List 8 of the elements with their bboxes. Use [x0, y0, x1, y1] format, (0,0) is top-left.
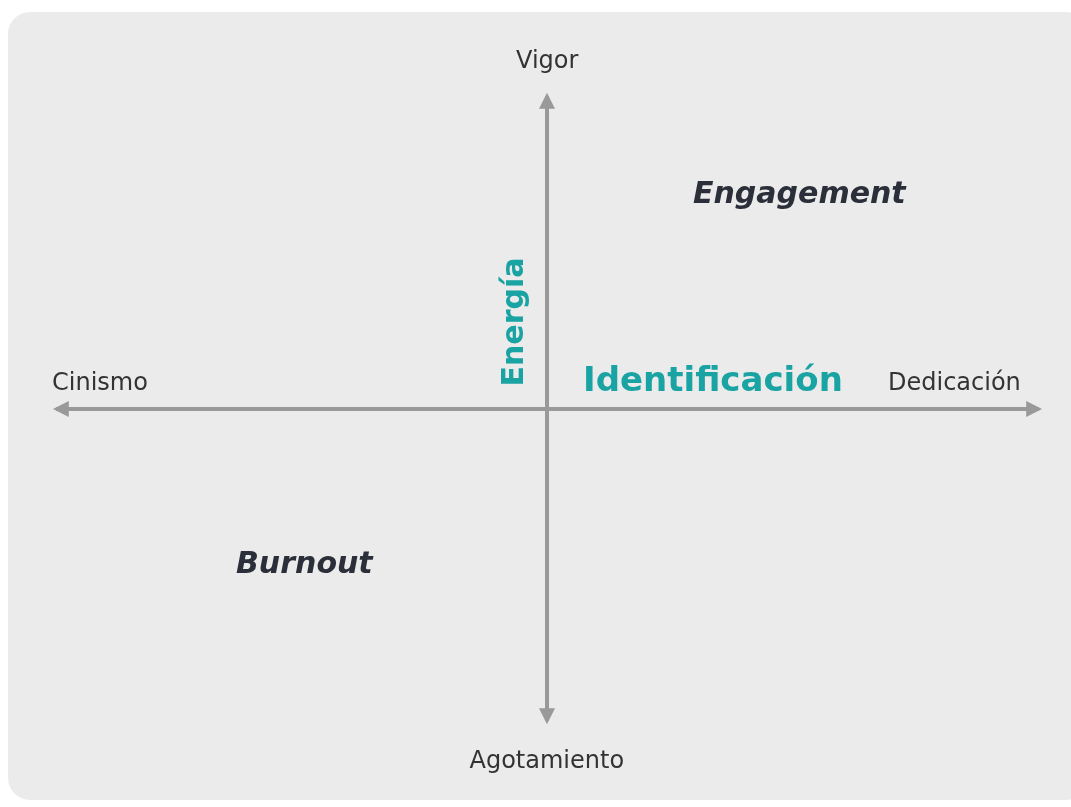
axis-title: Energía	[497, 257, 527, 387]
axis-label: Dedicación	[888, 370, 1021, 394]
quadrant-label: Burnout	[236, 548, 373, 578]
quadrant-label: Engagement	[693, 178, 906, 208]
axis-label: Vigor	[516, 48, 579, 72]
axis-label: Cinismo	[52, 370, 148, 394]
axis-title: Identificación	[583, 362, 843, 396]
axis-label: Agotamiento	[469, 748, 625, 772]
